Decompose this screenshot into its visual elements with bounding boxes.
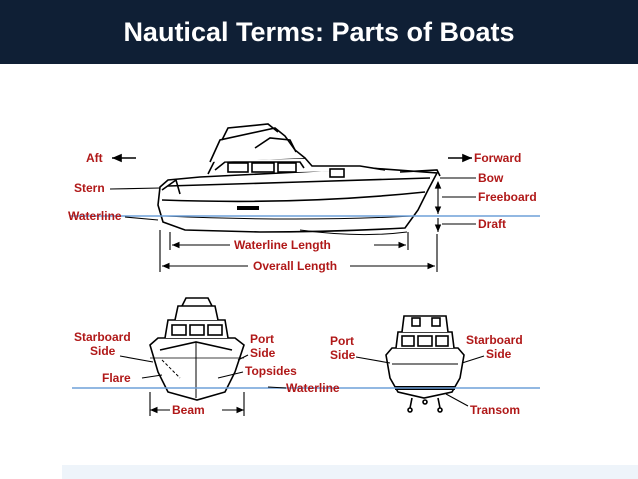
- port-label-stern: Port: [330, 334, 354, 348]
- waterline-length-label: Waterline Length: [234, 238, 331, 252]
- forward-label: Forward: [474, 151, 521, 165]
- flare-label: Flare: [102, 371, 131, 385]
- bow-view-boat: [149, 297, 245, 401]
- port-side-leader-bow: [237, 354, 249, 361]
- overall-length-label: Overall Length: [253, 259, 337, 273]
- transom-leader: [445, 393, 469, 407]
- starboard-label-stern: Starboard: [466, 333, 523, 347]
- flare-leader: [141, 374, 163, 379]
- port-label-bow: Port: [250, 332, 274, 346]
- slide-title: Nautical Terms: Parts of Boats: [123, 17, 515, 47]
- transom-label: Transom: [470, 403, 520, 417]
- topsides-leader: [217, 371, 244, 379]
- title-bar: [0, 0, 638, 64]
- port-side-leader-stern: [355, 356, 391, 364]
- draft-label: Draft: [478, 217, 506, 231]
- footer-strip: [62, 465, 638, 479]
- freeboard-label: Freeboard: [478, 190, 537, 204]
- waterline-label-side: Waterline: [68, 209, 122, 223]
- starboard-side-leader-bow: [119, 355, 154, 363]
- starboard-side-label-bow: Side: [90, 344, 116, 358]
- beam-label: Beam: [172, 403, 205, 417]
- starboard-side-leader-stern: [461, 355, 485, 364]
- starboard-label-bow: Starboard: [74, 330, 131, 344]
- waterline-label-bottom: Waterline: [286, 381, 340, 395]
- aft-label: Aft: [86, 151, 103, 165]
- starboard-side-label-stern: Side: [486, 347, 512, 361]
- port-side-label-bow: Side: [250, 346, 276, 360]
- stern-leader: [109, 187, 161, 190]
- waterline-leader-side: [124, 216, 159, 221]
- side-view-boat: [157, 123, 441, 236]
- boat-parts-diagram: Aft Forward Stern Bow Freeboard Waterlin…: [68, 123, 540, 417]
- topsides-label: Topsides: [245, 364, 297, 378]
- waterline-leader-bottom: [267, 386, 287, 389]
- stern-view-boat: [385, 315, 465, 413]
- bow-label: Bow: [478, 171, 504, 185]
- stern-label: Stern: [74, 181, 105, 195]
- port-side-label-stern: Side: [330, 348, 356, 362]
